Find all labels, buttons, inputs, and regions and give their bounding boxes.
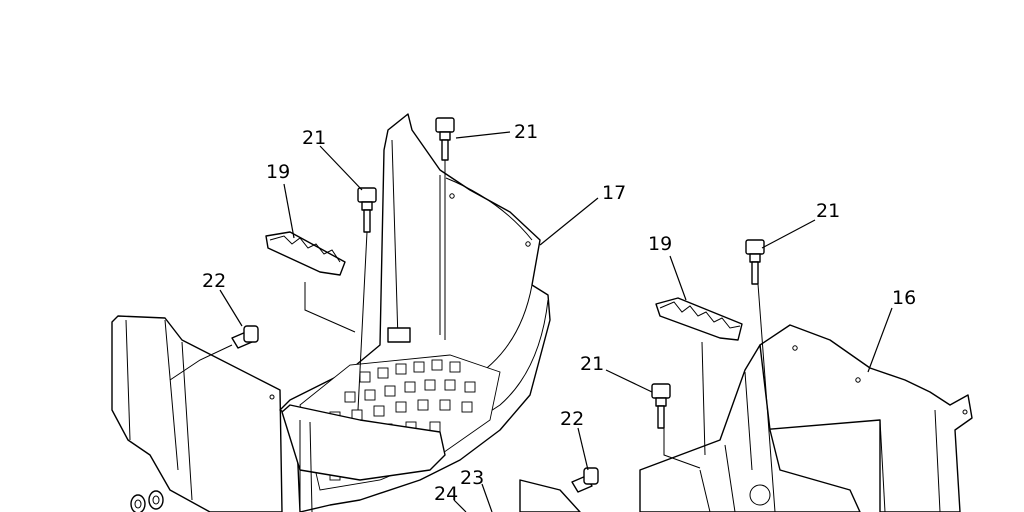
callout-17: 17: [602, 182, 626, 204]
screw-22-right: [571, 467, 599, 493]
callout-22-left: 22: [202, 270, 226, 292]
right-footrest-assembly: [519, 344, 861, 512]
bolt-21-lower-center: [651, 383, 701, 469]
callout-24: 24: [434, 483, 458, 505]
left-side-cover-panel: [111, 315, 283, 512]
bolt-21-right: [745, 239, 776, 512]
callout-21-upper-left: 21: [302, 127, 326, 149]
callout-21-upper-center: 21: [514, 121, 538, 143]
screw-22-left: [169, 325, 259, 381]
callout-19-left: 19: [266, 161, 290, 183]
leader-lines: [219, 131, 893, 512]
callout-labels: 21 21 19 17 22 21 19 16 21 22 23 24: [202, 121, 916, 505]
callout-23: 23: [460, 467, 484, 489]
bolt-21-upper-left: [357, 187, 377, 411]
left-footrest-assembly: [279, 113, 551, 512]
right-side-cover-panel: [759, 324, 973, 512]
washers: [130, 490, 164, 512]
callout-22-right: 22: [560, 408, 584, 430]
callout-19-right: 19: [648, 233, 672, 255]
callout-21-right: 21: [816, 200, 840, 222]
bolt-21-upper-center: [435, 117, 455, 340]
right-grip-plate: [655, 297, 743, 456]
callout-16: 16: [892, 287, 916, 309]
left-grip-plate: [265, 231, 356, 333]
callout-21-lower: 21: [580, 353, 604, 375]
